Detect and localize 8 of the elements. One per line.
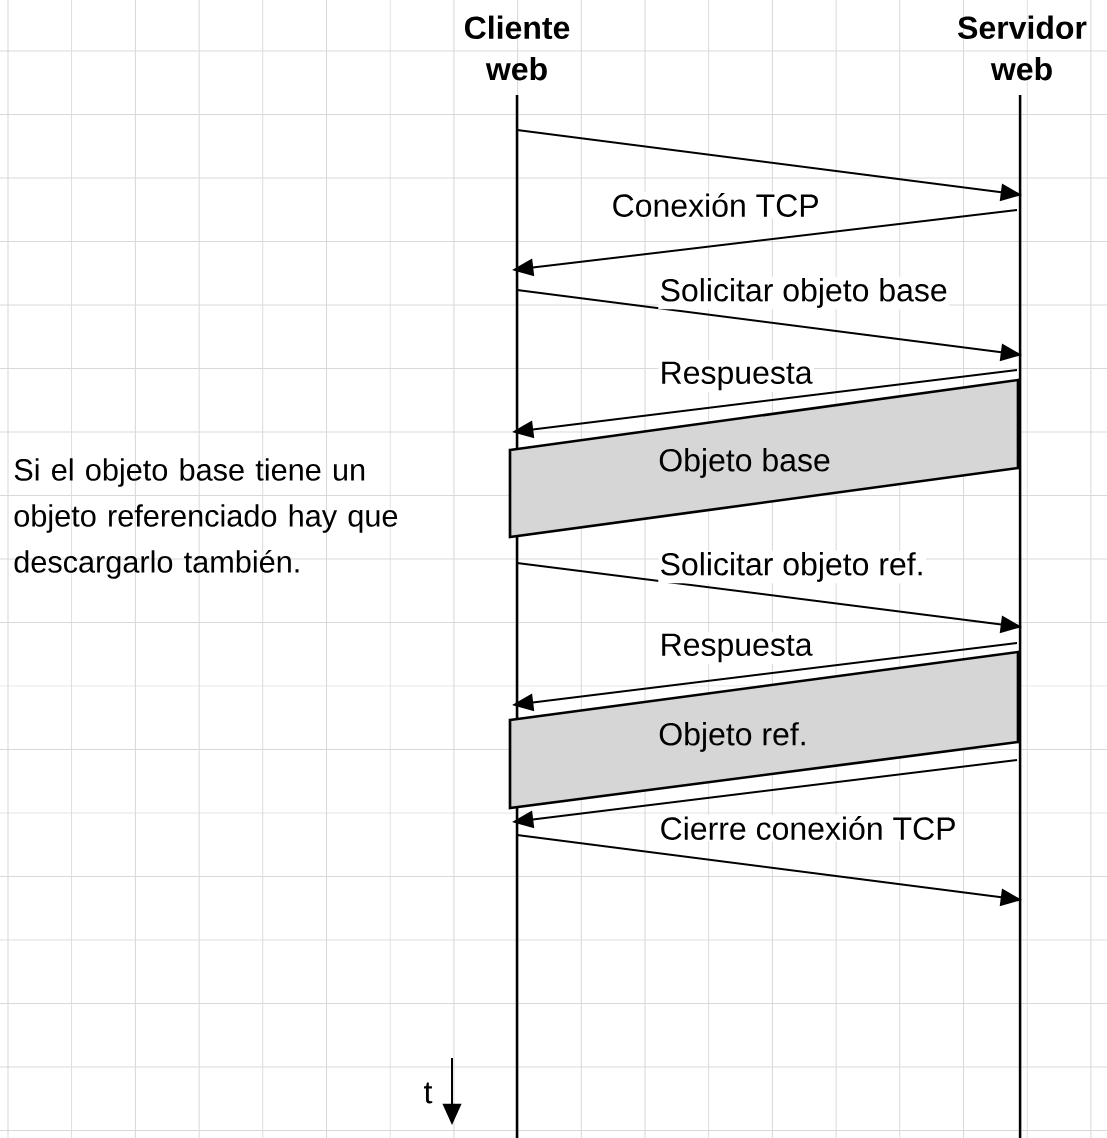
note-text: Si el objeto base tiene un objeto referenciado hay que descargarlo también. (14, 458, 398, 579)
edge-label: Solicitar objeto base (661, 278, 947, 308)
lifeline-header: Cliente web (465, 15, 570, 81)
edge-label: Solicitar objeto ref. (661, 552, 922, 582)
edge-label: Conexión TCP (613, 193, 818, 217)
lifeline-header: Servidor web (958, 15, 1087, 81)
edge-label: Cierre conexión TCP (661, 816, 955, 840)
time-label: t (424, 1082, 433, 1104)
